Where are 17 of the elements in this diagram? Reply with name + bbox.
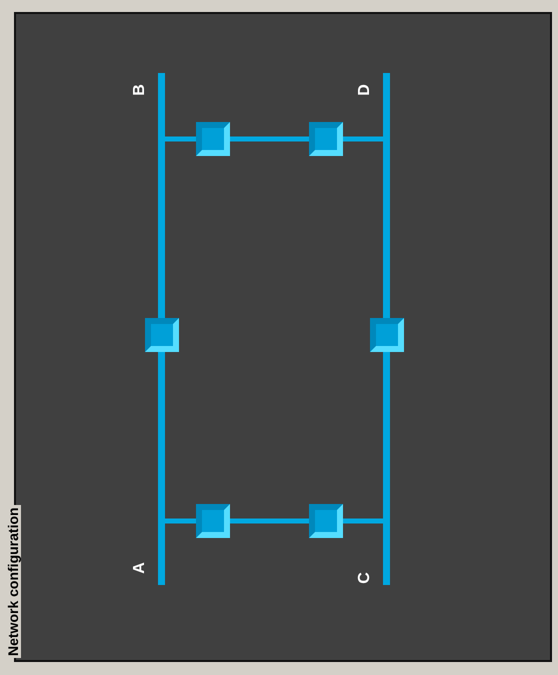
bus-label: B	[132, 84, 148, 96]
connector-line	[230, 136, 309, 142]
network-device	[196, 504, 230, 538]
group-title: Network configuration	[5, 505, 21, 658]
connector-line	[230, 518, 309, 524]
bus-label: C	[356, 572, 373, 584]
connector-line	[343, 136, 383, 142]
bus-label: D	[356, 84, 373, 96]
bus-label: A	[132, 562, 148, 574]
connector-line	[165, 518, 196, 524]
connector-line	[343, 518, 383, 524]
network-device	[309, 504, 343, 538]
network-device	[196, 122, 230, 156]
network-device	[145, 318, 179, 352]
network-device	[309, 122, 343, 156]
connector-line	[165, 136, 196, 142]
network-device	[370, 318, 404, 352]
